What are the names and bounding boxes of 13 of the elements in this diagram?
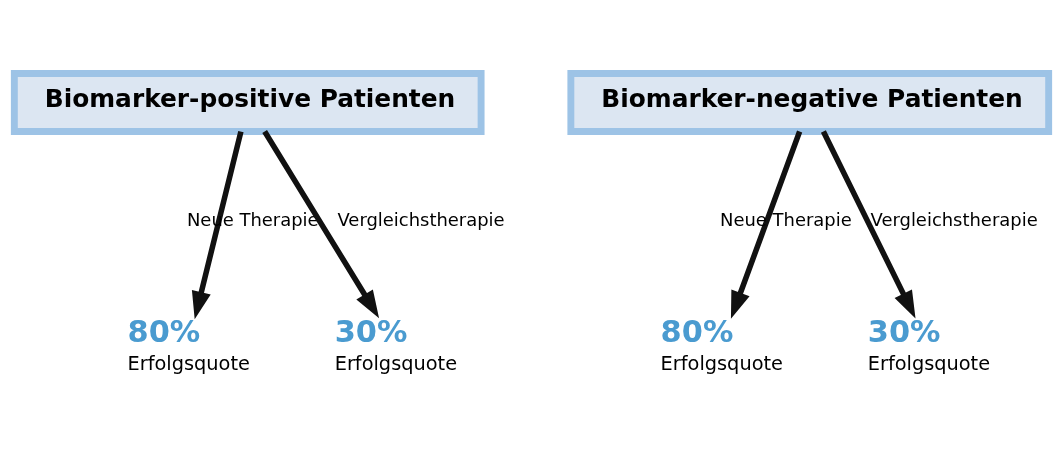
node-text: 80% Erfolgsquote <box>127 313 250 375</box>
node-text: 80% Erfolgsquote <box>660 313 783 375</box>
edge-label: Vergleichstherapie <box>337 208 505 230</box>
node-text: 30% Erfolgsquote <box>867 313 991 375</box>
node-box: Biomarker-positive Patienten <box>10 69 485 135</box>
node-box: Biomarker-negative Patienten <box>567 69 1053 135</box>
arrow <box>191 130 244 319</box>
arrow <box>820 129 916 318</box>
node-text: 30% Erfolgsquote <box>334 313 458 375</box>
edge-label: Neue Therapie <box>720 208 852 230</box>
edge-label: Vergleichstherapie <box>870 208 1038 230</box>
arrow <box>262 129 380 318</box>
arrow <box>730 130 803 319</box>
